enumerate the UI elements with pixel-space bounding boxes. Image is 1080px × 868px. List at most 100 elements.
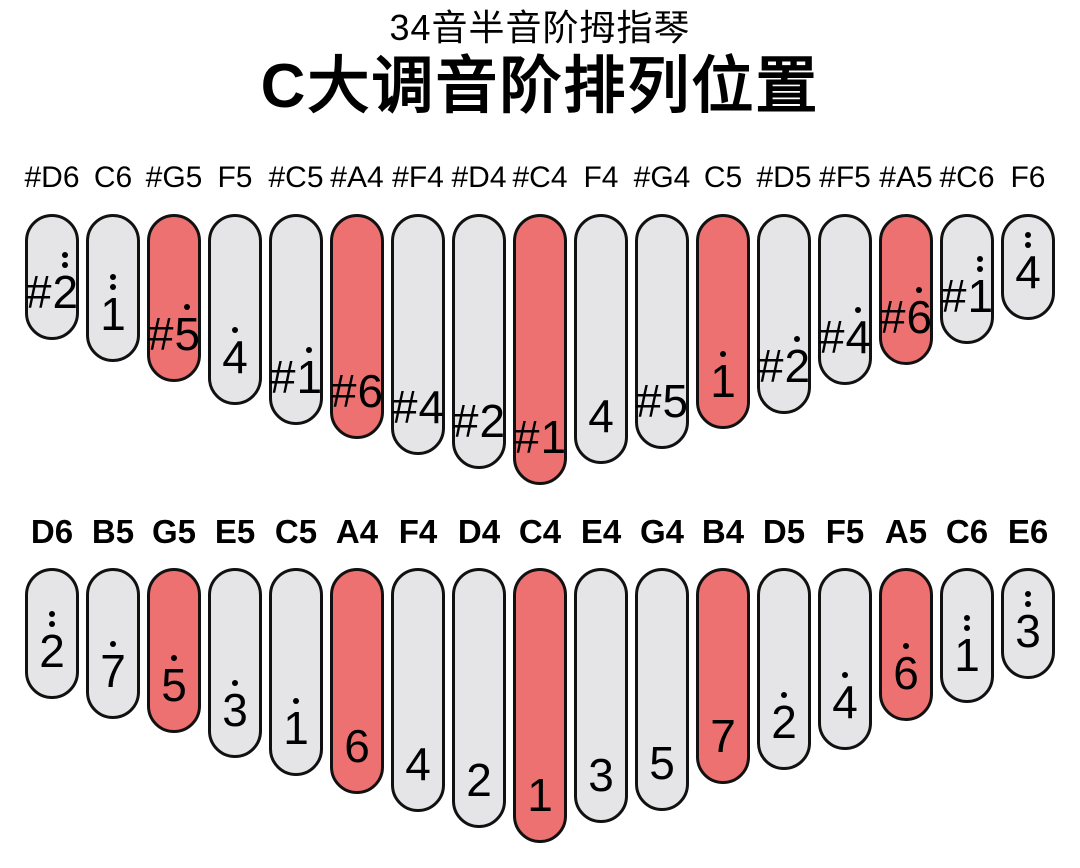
note-name-label: #C4 <box>512 161 568 195</box>
octave-dot <box>855 306 862 313</box>
note-name-label: E6 <box>1007 513 1049 551</box>
digit-stack: 7 <box>100 640 126 694</box>
octave-dots <box>720 350 726 357</box>
key-column: A4 6 <box>330 513 384 795</box>
octave-dot <box>62 251 69 258</box>
digit-stack: 4 <box>405 741 431 787</box>
key-column: #A5 # 6 <box>879 161 933 366</box>
natural-keys-row: D6 2 B5 7 G5 <box>0 513 1080 844</box>
digit-stack: 2 <box>39 610 65 674</box>
note-name-label: #D6 <box>24 161 80 195</box>
octave-dots <box>964 614 970 631</box>
scale-degree-digit: 6 <box>893 646 919 699</box>
key-column: F5 4 <box>208 162 262 406</box>
scale-degree-digit: 4 <box>845 310 872 363</box>
key-column: #F4 # 4 <box>391 161 445 456</box>
digit-stack: 4 <box>832 671 858 725</box>
scale-degree-digit: 1 <box>296 350 323 403</box>
kalimba-key: 1 <box>269 568 323 777</box>
kalimba-key: # 2 <box>452 214 506 470</box>
scale-degree-digit: 5 <box>662 374 689 427</box>
jianpu-notation: 3 <box>1015 590 1041 654</box>
jianpu-notation: 6 <box>344 723 370 769</box>
sharp-sign: # <box>513 410 540 463</box>
scale-degree-digit: 6 <box>357 364 384 417</box>
jianpu-notation: # 5 <box>148 303 201 360</box>
octave-dots <box>794 335 801 342</box>
digit-stack: 1 <box>296 346 323 403</box>
kalimba-key: 1 <box>940 568 994 704</box>
octave-dot <box>1025 241 1031 248</box>
note-name-label: A4 <box>335 513 379 551</box>
octave-dot <box>720 350 726 357</box>
digit-stack: 4 <box>222 326 248 380</box>
kalimba-key: 6 <box>330 568 384 795</box>
kalimba-key: 5 <box>147 568 201 734</box>
scale-degree-digit: 3 <box>588 748 614 801</box>
digit-stack: 6 <box>344 723 370 769</box>
octave-dot <box>110 283 116 290</box>
octave-dot <box>794 335 801 342</box>
digit-stack: 3 <box>588 748 614 801</box>
note-name-label: #A4 <box>330 161 384 195</box>
scale-degree-digit: 2 <box>771 695 797 748</box>
octave-dots <box>855 306 862 313</box>
sharp-sign: # <box>269 350 296 403</box>
jianpu-notation: # 2 <box>26 251 79 318</box>
note-name-label: F6 <box>1010 161 1046 195</box>
octave-dots <box>171 654 177 661</box>
scale-degree-digit: 1 <box>527 768 553 821</box>
digit-stack: 6 <box>357 364 384 417</box>
octave-dot <box>1025 231 1031 238</box>
note-name-label: F4 <box>398 513 438 551</box>
digit-stack: 1 <box>954 614 980 678</box>
digit-stack: 3 <box>1015 590 1041 654</box>
scale-degree-digit: 5 <box>174 307 201 360</box>
digit-stack: 1 <box>527 768 553 821</box>
digit-stack: 1 <box>283 697 309 751</box>
key-column: #C6 # 1 <box>939 162 995 345</box>
octave-dots <box>781 691 787 698</box>
scale-degree-digit: 4 <box>588 389 614 442</box>
note-name-label: G4 <box>639 513 685 551</box>
jianpu-notation: 3 <box>588 748 614 801</box>
octave-dot <box>903 642 909 649</box>
digit-stack: 4 <box>419 384 445 430</box>
kalimba-key: # 5 <box>635 214 689 450</box>
octave-dots <box>62 251 69 268</box>
jianpu-notation: # 2 <box>758 335 810 389</box>
kalimba-key: # 4 <box>391 214 445 456</box>
key-column: E4 3 <box>574 515 628 824</box>
kalimba-key: # 6 <box>330 214 384 440</box>
key-column: F4 4 <box>391 513 445 813</box>
scale-degree-digit: 5 <box>649 736 675 789</box>
octave-dots <box>232 326 238 333</box>
key-column: E5 3 <box>208 515 262 759</box>
digit-stack: 5 <box>649 736 675 789</box>
page-title: C大调音阶排列位置 <box>260 52 820 122</box>
kalimba-key: 4 <box>574 214 628 465</box>
key-column: #G5 # 5 <box>146 162 202 383</box>
key-column: D4 2 <box>452 515 506 829</box>
key-column: C5 1 <box>696 162 750 430</box>
scale-degree-digit: 3 <box>222 683 248 736</box>
note-name-label: #A5 <box>879 161 933 195</box>
scale-degree-digit: 2 <box>52 265 79 318</box>
kalimba-key: # 1 <box>513 214 567 486</box>
key-column: B5 7 <box>86 515 140 720</box>
digit-stack: 4 <box>1015 231 1041 295</box>
kalimba-key: 2 <box>757 568 811 771</box>
octave-dot <box>916 286 923 293</box>
jianpu-notation: # 5 <box>636 374 689 427</box>
octave-dots <box>232 679 238 686</box>
note-name-label: D6 <box>30 513 74 551</box>
octave-dots <box>110 640 116 647</box>
octave-dots <box>306 346 313 353</box>
scale-degree-digit: 1 <box>100 287 126 340</box>
key-column: G4 5 <box>635 513 689 812</box>
sharp-sign: # <box>879 290 906 343</box>
key-column: E6 3 <box>1001 513 1055 680</box>
note-name-label: C5 <box>274 513 318 551</box>
note-name-label: #F4 <box>392 161 444 195</box>
key-column: #D4 # 2 <box>451 162 507 470</box>
